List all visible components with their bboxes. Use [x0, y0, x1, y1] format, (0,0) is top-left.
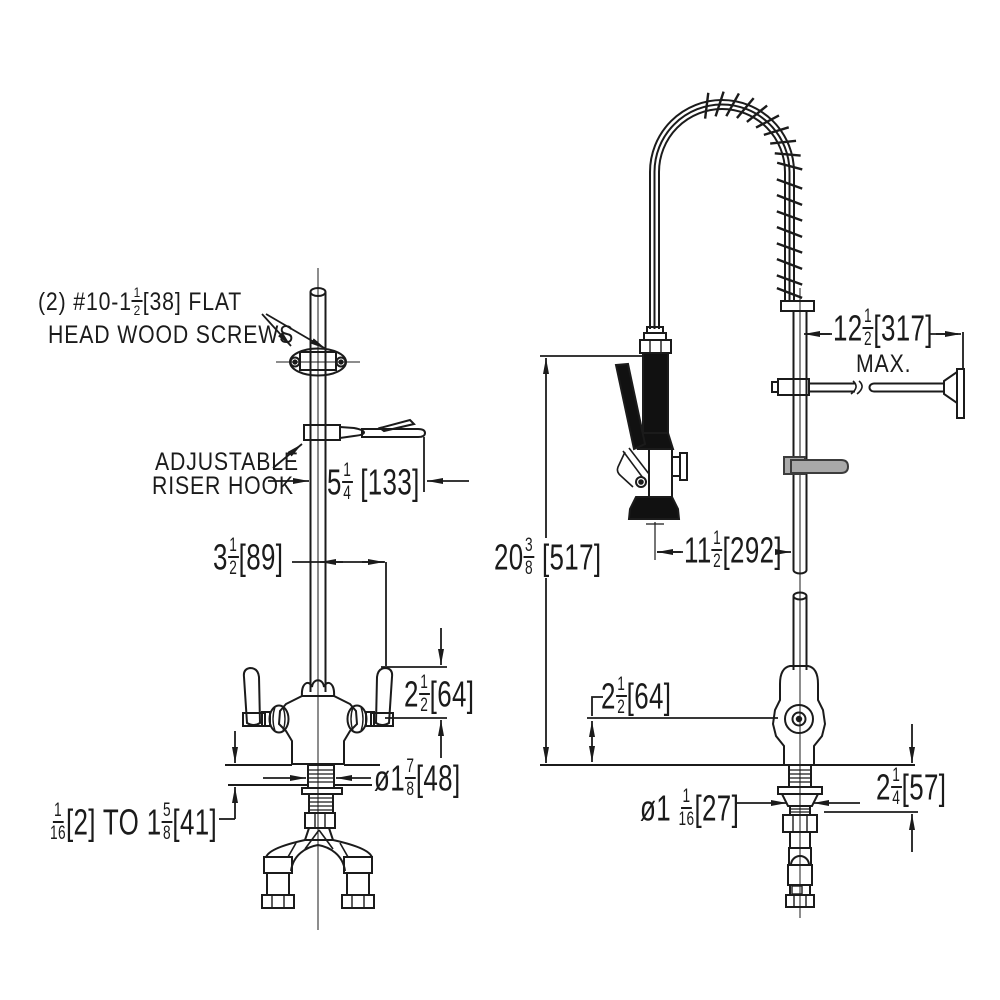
dim-wall-arm-max: MAX.: [856, 350, 912, 378]
note-adjustable: ADJUSTABLE: [155, 448, 299, 476]
dimension-lines: [219, 313, 964, 852]
spray-valve: [614, 326, 688, 520]
front-shank-assembly: [301, 764, 343, 829]
note-wood-screws-line2: HEAD WOOD SCREWS: [48, 321, 295, 349]
hose-coil-ticks: [703, 91, 803, 299]
side-view: [540, 91, 965, 918]
front-view: [225, 268, 427, 930]
side-riser: [780, 288, 815, 918]
side-faucet-body: [771, 665, 827, 766]
handle-left: [242, 666, 266, 727]
front-deck: [225, 764, 380, 786]
spray-face: [627, 496, 681, 520]
side-shank-assembly: [777, 764, 823, 908]
spray-lever: [614, 362, 647, 451]
side-wall-bracket-arm: [771, 368, 965, 419]
side-riser-hook: [783, 456, 850, 475]
hose-arch: [649, 99, 795, 329]
spray-grip: [642, 352, 669, 434]
front-riser-tube: [309, 287, 327, 692]
handle-right: [370, 666, 394, 727]
note-riser-hook: RISER HOOK: [152, 472, 294, 500]
front-y-inlet: [261, 827, 375, 909]
front-riser-hook: [303, 418, 427, 441]
